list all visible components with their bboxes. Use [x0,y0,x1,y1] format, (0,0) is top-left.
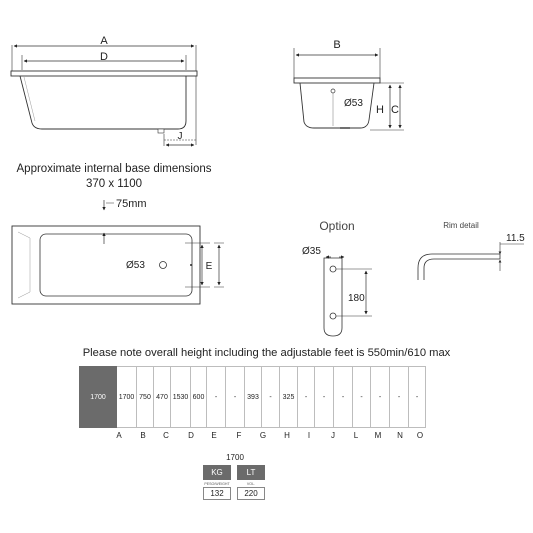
spec-cell: 325 [280,366,298,428]
spec-cell: - [409,366,426,428]
kg-value: 132 [203,487,231,500]
technical-drawing: A D J B Ø53 H C Approximate internal bas… [10,35,525,337]
lt-value: 220 [237,487,265,500]
spec-cell: 750 [137,366,154,428]
overflow-dot [190,264,192,266]
spec-cell: - [390,366,409,428]
dim-label-b: B [333,39,340,51]
spec-header: L [353,431,359,440]
spec-cell: - [226,366,245,428]
spec-header: J [331,431,335,440]
kg-sub-label: PESO/WEIGHT [204,482,230,486]
spec-header: D [188,431,194,440]
spec-cell: - [371,366,390,428]
spec-cell: 470 [154,366,171,428]
plan-waste-diameter: Ø53 [126,260,145,271]
spec-cell: - [262,366,280,428]
end-waste-diameter: Ø53 [344,98,363,109]
end-view [293,48,404,131]
rim-detail-title: Rim detail [443,221,479,230]
waste-distance-label: 75mm [116,198,147,210]
spec-cell: 600 [191,366,207,428]
rim-detail-drawing [417,242,524,280]
dim-label-d: D [100,51,108,63]
spec-header: A [116,431,122,440]
spec-header: B [140,431,146,440]
spec-cell: - [298,366,315,428]
spec-header: M [374,431,382,440]
spec-cell: 1700 [117,366,137,428]
tap-spacing-label: 180 [348,293,365,304]
spec-cell: - [315,366,334,428]
dim-label-e: E [206,261,213,272]
spec-header: H [284,431,290,440]
dim-label-a: A [100,35,108,47]
spec-cell: - [334,366,353,428]
base-note-line1: Approximate internal base dimensions [17,163,212,175]
option-tap-detail [323,255,372,337]
lt-badge: LT [237,465,265,480]
spec-header: O [416,431,424,440]
base-note-line2: 370 x 1100 [86,178,142,190]
tap-diameter-label: Ø35 [302,246,321,257]
spec-header: I [307,431,311,440]
dim-label-h: H [376,104,384,116]
spec-header: C [163,431,169,440]
plan-view [11,200,224,305]
dim-label-j: J [178,131,183,142]
weight-volume-title: 1700 [226,453,244,462]
kg-badge: KG [203,465,231,480]
spec-cell: 1530 [171,366,191,428]
spec-header: N [397,431,403,440]
spec-cell: - [207,366,226,428]
side-view [10,44,198,147]
lt-sub-label: VOL. [246,482,256,486]
spec-header: G [259,431,267,440]
spec-cell: 393 [245,366,262,428]
size-cell: 1700 [79,366,117,428]
option-title: Option [319,219,354,233]
spec-header: F [236,431,242,440]
height-note: Please note overall height including the… [82,347,451,359]
dim-label-c: C [391,104,399,116]
spec-cell: - [353,366,371,428]
spec-header: E [211,431,217,440]
rim-thickness-label: 11.5 [506,233,525,244]
